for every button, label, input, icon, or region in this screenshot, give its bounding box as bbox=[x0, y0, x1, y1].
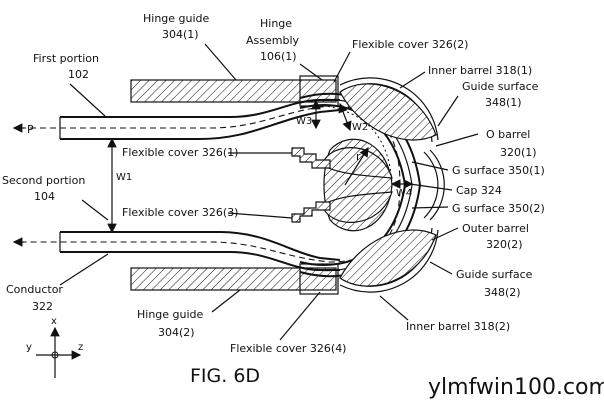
label-flexible-cover-mid-lower: Flexible cover 326(3) bbox=[122, 206, 238, 219]
label-hinge-guide-bottom: Hinge guide bbox=[137, 308, 204, 321]
label-flexible-cover-bottom: Flexible cover 326(4) bbox=[230, 342, 346, 355]
label-hinge-guide-bottom-ref: 304(2) bbox=[158, 326, 195, 339]
watermark: ylmfwin100.com bbox=[428, 375, 604, 400]
label-assembly-ref: 106(1) bbox=[260, 50, 297, 63]
axis-origin bbox=[51, 351, 59, 359]
label-outer-barrel: Outer barrel bbox=[462, 222, 529, 235]
leader-flex-cover-bottom bbox=[279, 291, 321, 341]
label-hinge: Hinge bbox=[260, 17, 292, 30]
label-z-axis: z bbox=[78, 342, 83, 353]
label-conductor-ref: 322 bbox=[32, 300, 53, 313]
label-first-portion-ref: 102 bbox=[68, 68, 89, 81]
label-w1: W1 bbox=[116, 172, 132, 183]
label-w2: W2 bbox=[352, 122, 368, 133]
leader-cap bbox=[409, 183, 453, 191]
label-r: r bbox=[356, 150, 361, 163]
leader-guide-surface-bottom bbox=[429, 261, 453, 275]
label-conductor: Conductor bbox=[6, 283, 63, 296]
second-portion-panel-lower bbox=[60, 251, 340, 271]
leader-flex-cover-top bbox=[333, 51, 351, 83]
label-second-portion: Second portion bbox=[2, 174, 85, 187]
label-guide-surface-top: Guide surface bbox=[462, 80, 539, 93]
leader-outer-barrel bbox=[431, 227, 459, 241]
label-o-barrel: O barrel bbox=[486, 128, 530, 141]
label-first-portion: First portion bbox=[33, 52, 99, 65]
label-guide-surface-bottom: Guide surface bbox=[456, 268, 533, 281]
o-barrel-right-arc bbox=[429, 149, 445, 221]
leader-second-portion bbox=[81, 199, 109, 221]
leader-hinge-assembly bbox=[299, 63, 323, 81]
leader-hinge-guide-bottom bbox=[211, 289, 241, 313]
outer-barrel-arc-top bbox=[339, 77, 439, 141]
leader-hinge-guide-top bbox=[204, 43, 237, 81]
label-flexible-cover-mid-upper: Flexible cover 326(1) bbox=[122, 146, 238, 159]
leader-inner-barrel-top bbox=[399, 71, 426, 89]
cap-lower-lens bbox=[321, 191, 393, 223]
label-p: P bbox=[27, 123, 34, 136]
label-x-axis: x bbox=[51, 316, 57, 327]
leader-o-barrel bbox=[435, 133, 479, 147]
leader-flex-cover-mid-lower bbox=[227, 212, 293, 219]
label-guide-surface-bottom-ref: 348(2) bbox=[484, 286, 521, 299]
label-hinge-guide-top: Hinge guide bbox=[143, 12, 210, 25]
figure-title: FIG. 6D bbox=[190, 365, 260, 387]
hinge-guide-bottom bbox=[130, 267, 337, 291]
flexible-cover-326-1 bbox=[291, 147, 331, 169]
label-second-portion-ref: 104 bbox=[34, 190, 55, 203]
cap-upper-lens bbox=[321, 147, 393, 179]
outer-barrel-arc-bottom bbox=[339, 229, 439, 293]
hinge-guide-top bbox=[130, 79, 337, 103]
label-hinge-guide-top-ref: 304(1) bbox=[162, 28, 199, 41]
label-w4: W4 bbox=[396, 188, 412, 199]
label-assembly: Assembly bbox=[246, 34, 300, 47]
leader-first-portion bbox=[69, 83, 106, 117]
leader-g-surface-upper bbox=[411, 161, 449, 171]
leader-conductor bbox=[59, 253, 109, 286]
label-g-surface-upper: G surface 350(1) bbox=[452, 164, 545, 177]
label-guide-surface-top-ref: 348(1) bbox=[485, 96, 522, 109]
inner-barrel-top bbox=[339, 83, 437, 141]
label-flexible-cover-top: Flexible cover 326(2) bbox=[352, 38, 468, 51]
label-w3: W3 bbox=[296, 116, 312, 127]
inner-barrel-bottom bbox=[339, 229, 437, 287]
r-dimension bbox=[344, 146, 369, 186]
label-cap: Cap 324 bbox=[456, 184, 502, 197]
label-g-surface-lower: G surface 350(2) bbox=[452, 202, 545, 215]
w2-dimension bbox=[338, 102, 352, 132]
label-inner-barrel-top: Inner barrel 318(1) bbox=[428, 64, 532, 77]
leader-guide-surface-top bbox=[437, 95, 459, 127]
leader-g-surface-lower bbox=[411, 206, 449, 209]
label-o-barrel-ref: 320(1) bbox=[500, 146, 537, 159]
o-barrel-right-arc-inner bbox=[423, 151, 439, 219]
second-portion-panel bbox=[60, 231, 341, 261]
leader-inner-barrel-bottom bbox=[379, 295, 409, 321]
label-y-axis: y bbox=[26, 342, 32, 353]
label-inner-barrel-bottom: Inner barrel 318(2) bbox=[406, 320, 510, 333]
construction-arc bbox=[317, 104, 393, 186]
flexible-cover-326-3 bbox=[291, 201, 331, 223]
label-outer-barrel-ref: 320(2) bbox=[486, 238, 523, 251]
